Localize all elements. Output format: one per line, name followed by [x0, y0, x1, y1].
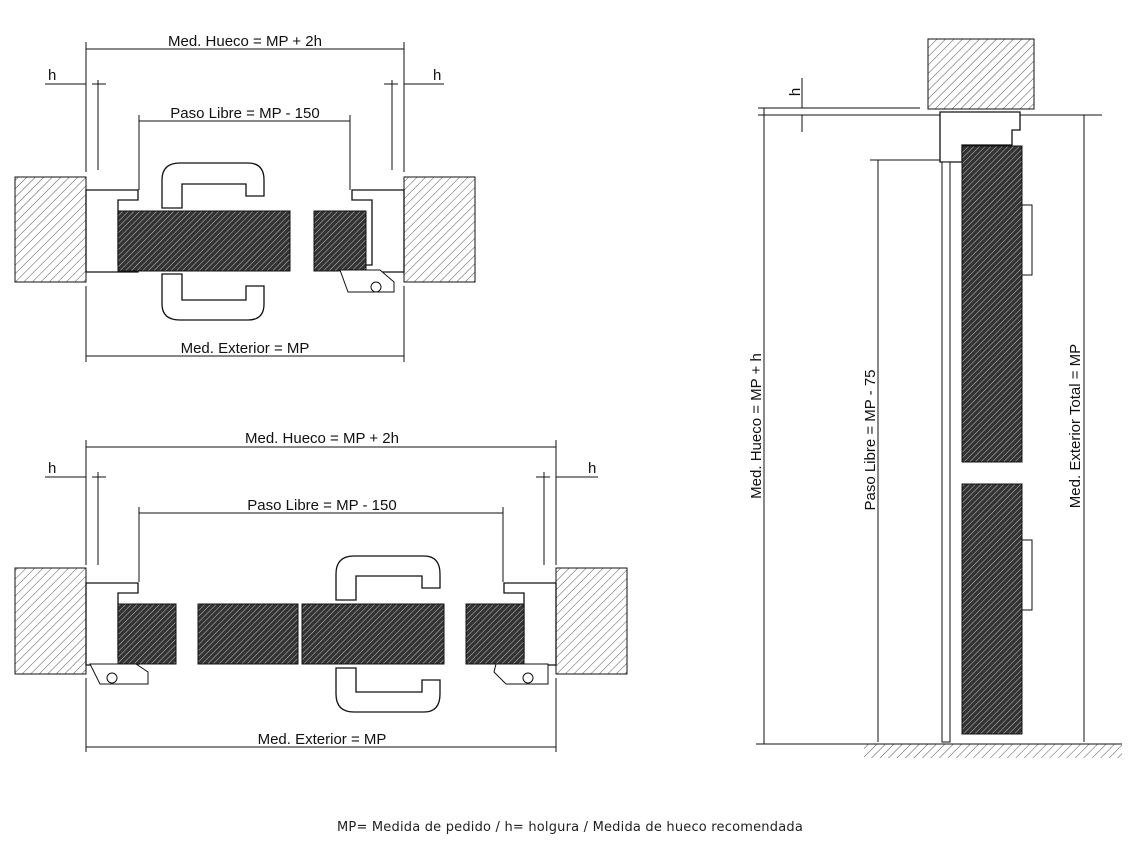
section-hueco-label: Med. Hueco = MP + h	[748, 353, 765, 499]
section-h-label: h	[787, 88, 804, 96]
section-frame-jamb	[941, 161, 951, 743]
top-paso-label: Paso Libre = MP - 150	[170, 105, 319, 122]
bottom-hinge-right	[493, 663, 549, 685]
bottom-left-wall	[14, 567, 87, 675]
bottom-hinge-left	[89, 663, 149, 685]
bottom-leaf-right	[301, 603, 445, 665]
section-handle-upper	[1021, 204, 1033, 276]
top-handle-lower	[161, 273, 265, 321]
top-h-left-label: h	[48, 67, 56, 84]
section-exterior-label: Med. Exterior Total = MP	[1067, 344, 1084, 508]
section-lintel	[927, 38, 1035, 110]
bottom-leaf-right-stile	[465, 603, 525, 665]
legend-caption: MP= Medida de pedido / h= holgura / Medi…	[337, 820, 803, 835]
bottom-h-left-label: h	[48, 460, 56, 477]
top-hinge	[339, 269, 395, 293]
bottom-handle-lower	[335, 667, 441, 713]
bottom-leaf-left-stile	[117, 603, 177, 665]
section-floor	[864, 744, 1122, 758]
section-handle-lower	[1021, 539, 1033, 611]
bottom-hueco-label: Med. Hueco = MP + 2h	[245, 430, 399, 447]
section-view: h Med. Hueco = MP + h Paso Libre = MP - …	[748, 38, 1122, 758]
top-door-stile-right	[313, 210, 367, 272]
top-right-frame	[351, 189, 405, 273]
top-h-right-label: h	[433, 67, 441, 84]
bottom-h-right-label: h	[588, 460, 596, 477]
bottom-exterior-label: Med. Exterior = MP	[258, 731, 387, 748]
top-left-wall	[14, 176, 87, 283]
bottom-leaf-left	[197, 603, 299, 665]
bottom-handle-upper	[335, 555, 441, 601]
top-right-wall	[403, 176, 476, 283]
bottom-right-wall	[555, 567, 628, 675]
section-paso-label: Paso Libre = MP - 75	[862, 369, 879, 510]
section-leaf-lower	[961, 483, 1023, 735]
top-plan-view: Med. Hueco = MP + 2h h h Paso Libre = MP…	[14, 33, 476, 362]
top-hueco-label: Med. Hueco = MP + 2h	[168, 33, 322, 50]
top-handle-upper	[161, 162, 265, 209]
bottom-paso-label: Paso Libre = MP - 150	[247, 497, 396, 514]
section-leaf-upper	[961, 145, 1023, 463]
top-door-leaf	[117, 210, 291, 272]
bottom-plan-view: Med. Hueco = MP + 2h h h Paso Libre = MP…	[14, 430, 628, 752]
top-exterior-label: Med. Exterior = MP	[181, 340, 310, 357]
